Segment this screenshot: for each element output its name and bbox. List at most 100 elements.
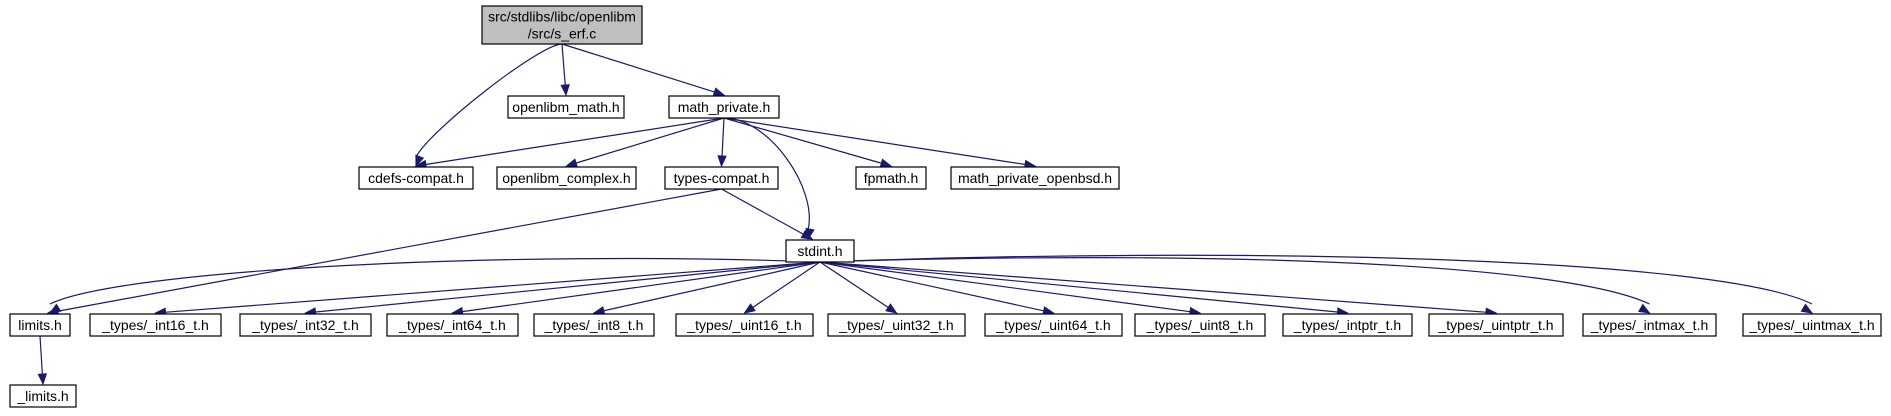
node-label: _types/_uintptr_t.h — [1437, 317, 1553, 333]
node--limits[interactable]: _limits.h — [9, 384, 77, 408]
node-box — [507, 95, 625, 119]
node-box — [1134, 313, 1266, 337]
edge-stdint-to-uint32-arrowhead — [885, 303, 898, 314]
edge-stdint-to-uint8 — [819, 261, 1192, 313]
node-box — [9, 313, 71, 337]
node-limits[interactable]: limits.h — [9, 313, 71, 337]
node-cdefs-compat[interactable]: cdefs-compat.h — [358, 166, 474, 190]
node-label: /src/s_erf.c — [528, 26, 596, 42]
node-box — [386, 313, 519, 337]
node-box — [358, 166, 474, 190]
node-label: math_private_openbsd.h — [958, 170, 1112, 186]
node-box — [481, 5, 643, 45]
edge-stdint-to-int8 — [602, 261, 821, 312]
edge-stdint-to-uint32 — [819, 261, 890, 309]
edge-math-private-to-math-private-openbsd — [723, 117, 1027, 166]
node-label: _types/_uint16_t.h — [686, 317, 801, 333]
node-uint8[interactable]: _types/_uint8_t.h — [1134, 313, 1266, 337]
node-s-erf[interactable]: src/stdlibs/libc/openlibm/src/s_erf.c — [481, 5, 643, 45]
node-intptr[interactable]: _types/_intptr_t.h — [1282, 313, 1413, 337]
node-label: _types/_uintmax_t.h — [1748, 317, 1874, 333]
edges-layer — [37, 43, 1814, 386]
node-int32[interactable]: _types/_int32_t.h — [239, 313, 372, 337]
node-label: _types/_int16_t.h — [101, 317, 209, 333]
edge-stdint-to-uint64 — [819, 261, 1045, 312]
node-label: _limits.h — [16, 388, 68, 404]
edge-types-compat-to-stdint-arrowhead — [800, 229, 814, 240]
node-label: stdint.h — [797, 243, 842, 259]
node-box — [984, 313, 1123, 337]
node-fpmath[interactable]: fpmath.h — [855, 166, 927, 190]
edge-math-private-to-openlibm-complex-arrowhead — [565, 158, 578, 168]
edge-stdint-to-intptr — [819, 261, 1339, 313]
node-uint16[interactable]: _types/_uint16_t.h — [675, 313, 814, 337]
node-uintptr[interactable]: _types/_uintptr_t.h — [1428, 313, 1564, 337]
node-label: _types/_uint8_t.h — [1146, 317, 1254, 333]
node-box — [785, 239, 855, 263]
node-box — [239, 313, 372, 337]
edge-math-private-to-cdefs-compat — [424, 117, 725, 166]
node-box — [668, 95, 780, 119]
node-label: _types/_uint64_t.h — [995, 317, 1110, 333]
edge-stdint-to-int32 — [314, 261, 821, 313]
node-uint64[interactable]: _types/_uint64_t.h — [984, 313, 1123, 337]
edge-types-compat-to-stdint — [721, 188, 805, 236]
edge-math-private-to-openlibm-complex — [574, 117, 725, 164]
node-box — [855, 166, 927, 190]
node-box — [950, 166, 1120, 190]
node-label: _types/_int32_t.h — [251, 317, 359, 333]
node-label: _types/_intmax_t.h — [1590, 317, 1709, 333]
edge-limits-to--limits-arrowhead — [37, 373, 48, 386]
node-box — [533, 313, 655, 337]
node-uint32[interactable]: _types/_uint32_t.h — [827, 313, 966, 337]
node-uintmax[interactable]: _types/_uintmax_t.h — [1742, 313, 1882, 337]
node-box — [664, 166, 779, 190]
node-box — [675, 313, 814, 337]
node-box — [827, 313, 966, 337]
edge-math-private-to-fpmath — [723, 117, 883, 165]
edge-stdint-to-intmax-arrowhead — [1638, 303, 1651, 314]
node-label: src/stdlibs/libc/openlibm — [488, 9, 636, 25]
node-intmax[interactable]: _types/_intmax_t.h — [1582, 313, 1717, 337]
node-int16[interactable]: _types/_int16_t.h — [89, 313, 222, 337]
node-stdint[interactable]: stdint.h — [785, 239, 855, 263]
edge-math-private-to-types-compat-arrowhead — [717, 155, 727, 168]
node-box — [496, 166, 637, 190]
edge-stdint-to-limits — [49, 257, 821, 305]
node-label: _types/_int8_t.h — [544, 317, 644, 333]
node-label: math_private.h — [678, 99, 771, 115]
edge-stdint-to-uintptr — [819, 261, 1488, 313]
node-label: fpmath.h — [864, 170, 918, 186]
edge-stdint-to-limits-arrowhead — [48, 303, 62, 314]
edge-stdint-to-int64 — [461, 261, 821, 313]
node-label: openlibm_math.h — [512, 99, 619, 115]
node-label: types-compat.h — [674, 170, 770, 186]
edge-stdint-to-uint16 — [751, 261, 821, 309]
edge-stdint-to-uint16-arrowhead — [743, 303, 756, 314]
node-openlibm-complex[interactable]: openlibm_complex.h — [496, 166, 637, 190]
node-box — [1428, 313, 1564, 337]
edge-s-erf-to-openlibm-math — [561, 43, 566, 87]
node-openlibm-math[interactable]: openlibm_math.h — [507, 95, 625, 119]
edge-stdint-to-uintmax-arrowhead — [1800, 303, 1814, 314]
edge-math-private-to-fpmath-arrowhead — [879, 158, 893, 168]
node-box — [89, 313, 222, 337]
node-label: cdefs-compat.h — [368, 170, 464, 186]
nodes-layer: src/stdlibs/libc/openlibm/src/s_erf.cope… — [9, 5, 1882, 408]
node-math-private-openbsd[interactable]: math_private_openbsd.h — [950, 166, 1120, 190]
node-types-compat[interactable]: types-compat.h — [664, 166, 779, 190]
node-label: openlibm_complex.h — [502, 170, 630, 186]
node-int64[interactable]: _types/_int64_t.h — [386, 313, 519, 337]
edge-s-erf-to-cdefs-compat-arrowhead — [415, 154, 425, 168]
node-label: limits.h — [18, 317, 62, 333]
edge-s-erf-to-openlibm-math-arrowhead — [560, 84, 570, 97]
node-box — [1742, 313, 1882, 337]
node-math-private[interactable]: math_private.h — [668, 95, 780, 119]
edge-stdint-to-int16 — [164, 261, 821, 313]
edge-s-erf-to-cdefs-compat — [415, 43, 563, 158]
node-box — [1582, 313, 1717, 337]
node-label: _types/_uint32_t.h — [838, 317, 953, 333]
node-box — [9, 384, 77, 408]
node-int8[interactable]: _types/_int8_t.h — [533, 313, 655, 337]
